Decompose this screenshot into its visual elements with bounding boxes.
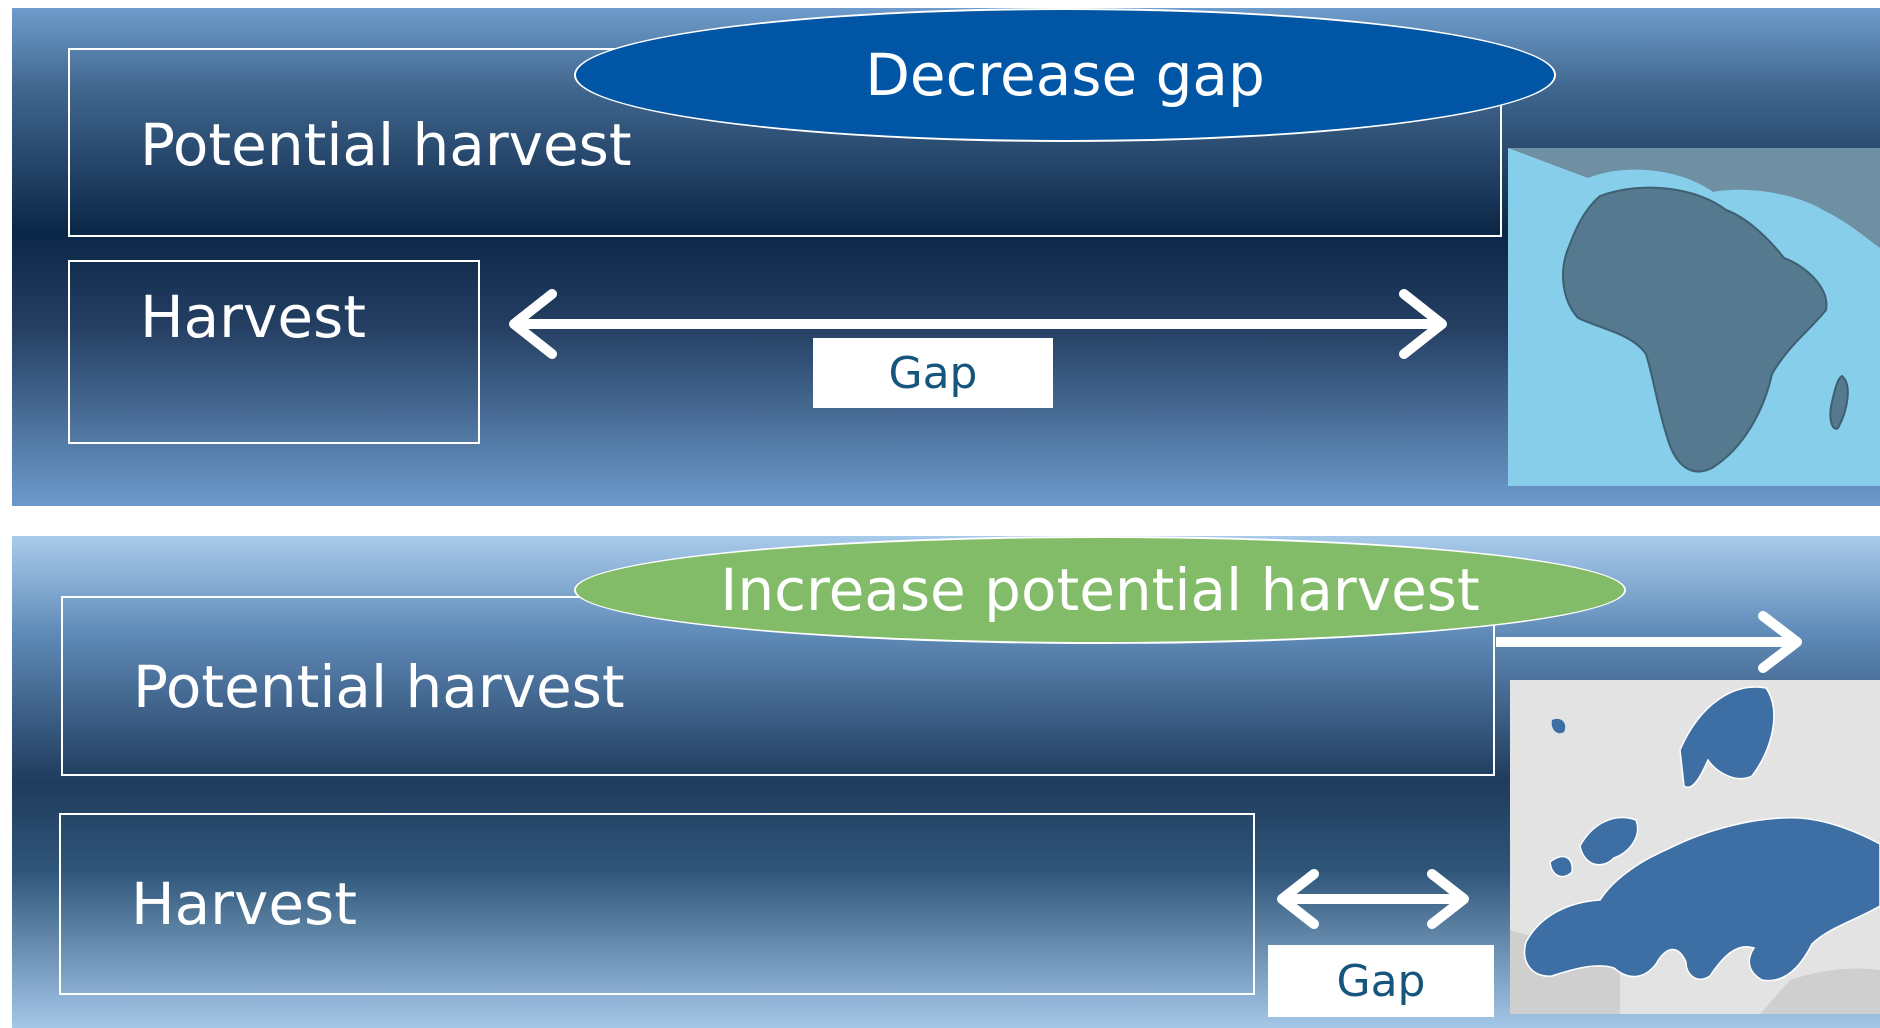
africa-map-icon bbox=[1508, 148, 1880, 486]
harvest-box: Harvest bbox=[68, 260, 480, 444]
gap-arrow bbox=[1277, 869, 1469, 929]
harvest-label: Harvest bbox=[140, 283, 366, 351]
harvest-box: Harvest bbox=[59, 813, 1255, 995]
europe-map-icon bbox=[1510, 680, 1880, 1014]
bottom-panel: Potential harvest Harvest Gap Increase p… bbox=[12, 536, 1880, 1028]
top-panel: Potential harvest Harvest Gap Decrease g… bbox=[12, 8, 1880, 506]
increase-potential-harvest-callout: Increase potential harvest bbox=[574, 536, 1626, 644]
potential-harvest-label: Potential harvest bbox=[140, 111, 632, 179]
harvest-label: Harvest bbox=[131, 870, 357, 938]
gap-label: Gap bbox=[813, 338, 1053, 408]
growth-arrow bbox=[1496, 611, 1802, 673]
gap-label: Gap bbox=[1268, 945, 1494, 1017]
potential-harvest-label: Potential harvest bbox=[133, 653, 625, 721]
gap-arrow bbox=[509, 289, 1447, 359]
decrease-gap-callout: Decrease gap bbox=[574, 8, 1556, 142]
